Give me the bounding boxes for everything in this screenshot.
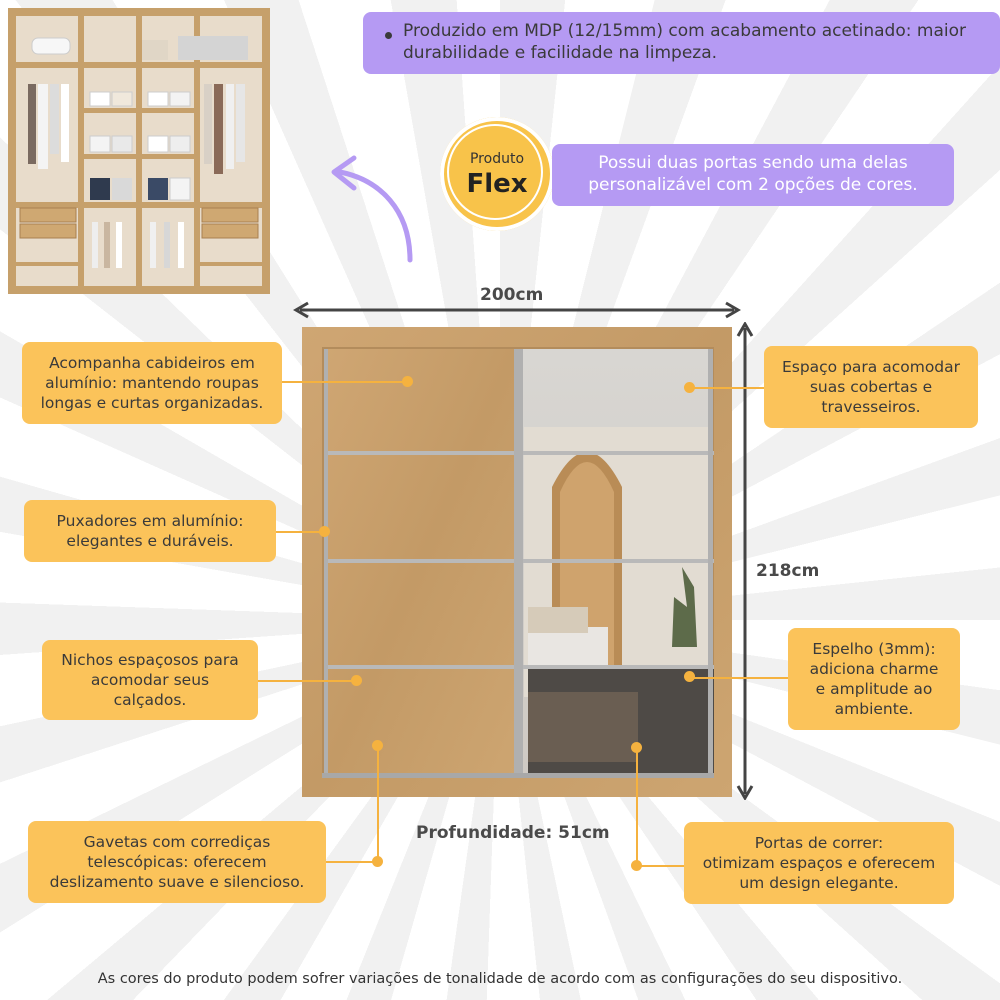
leader-blankets-dot	[684, 382, 695, 393]
leader-blankets	[690, 387, 766, 389]
leader-doors-v	[636, 748, 638, 866]
height-dimension-arrow	[736, 322, 754, 800]
callout-drawers: Gavetas com corrediças telescópicas: ofe…	[28, 821, 326, 903]
leader-doors-dot	[631, 742, 642, 753]
callout-hangers: Acompanha cabideiros em alumínio: manten…	[22, 342, 282, 424]
width-label: 200cm	[480, 285, 544, 305]
flex-badge-bottom: Flex	[466, 169, 528, 199]
depth-label: Profundidade: 51cm	[416, 823, 610, 843]
callout-sliding-doors: Portas de correr: otimizam espaços e ofe…	[684, 822, 954, 904]
color-disclaimer: As cores do produto podem sofrer variaçõ…	[97, 971, 903, 987]
callout-niches: Nichos espaçosos para acomodar seus calç…	[42, 640, 258, 720]
feature-material-text: Produzido em MDP (12/15mm) com acabament…	[403, 21, 966, 63]
leader-handles-dot	[319, 526, 330, 537]
height-label: 218cm	[756, 561, 820, 581]
width-dimension-arrow	[293, 301, 741, 319]
callout-handles: Puxadores em alumínio: elegantes e duráv…	[24, 500, 276, 562]
produto-flex-badge: Produto Flex	[440, 117, 554, 231]
leader-hangers	[282, 381, 408, 383]
arrow-icon	[331, 155, 413, 263]
callout-blankets: Espaço para acomodar suas cobertas e tra…	[764, 346, 978, 428]
leader-doors-end-dot	[631, 860, 642, 871]
wardrobe-front	[302, 327, 732, 797]
leader-niches	[258, 680, 356, 682]
leader-drawers-h	[326, 861, 378, 863]
feature-banner-material: Produzido em MDP (12/15mm) com acabament…	[363, 12, 1000, 74]
leader-doors-h	[636, 865, 686, 867]
leader-mirror-dot	[684, 671, 695, 682]
leader-drawers-v	[377, 745, 379, 863]
leader-drawers-dot	[372, 740, 383, 751]
callout-mirror: Espelho (3mm): adiciona charme e amplitu…	[788, 628, 960, 730]
leader-niches-dot	[351, 675, 362, 686]
flex-badge-top: Produto	[469, 151, 525, 167]
bullet-icon	[385, 32, 392, 39]
feature-flex-text: Possui duas portas sendo uma delas perso…	[588, 153, 918, 195]
leader-hangers-dot	[402, 376, 413, 387]
leader-drawers-end-dot	[372, 856, 383, 867]
leader-handles	[276, 531, 324, 533]
feature-banner-flex: Possui duas portas sendo uma delas perso…	[552, 144, 954, 206]
leader-mirror	[690, 677, 790, 679]
interior-photo	[8, 8, 270, 294]
